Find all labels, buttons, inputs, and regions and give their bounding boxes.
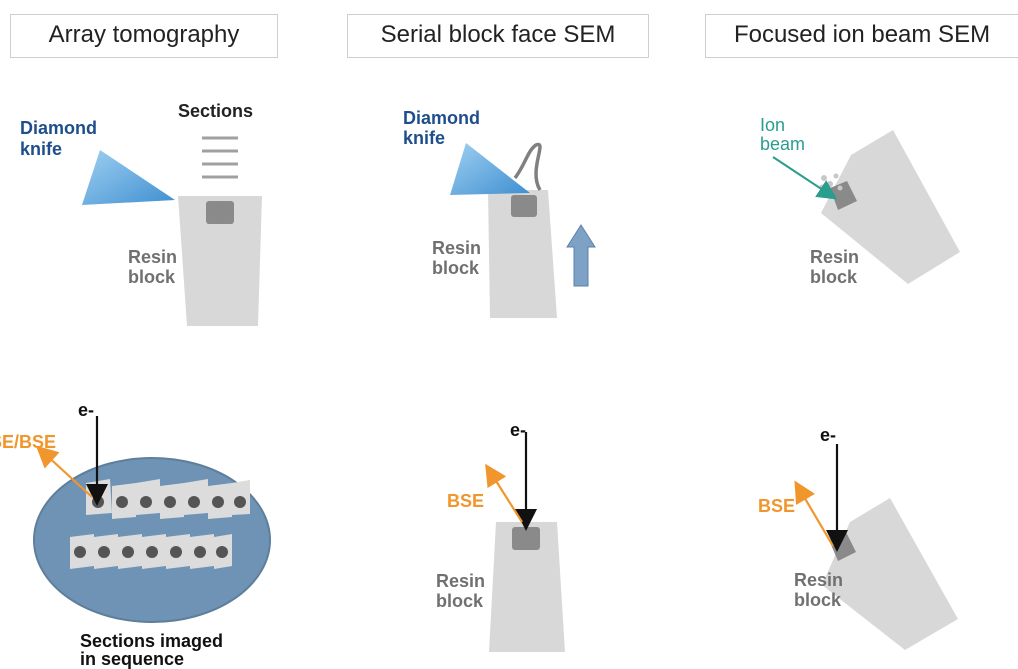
array-block-label-1: Resin	[128, 247, 177, 267]
sbf-block-label-2: block	[432, 258, 480, 278]
sbf-signal-label: BSE	[447, 491, 484, 511]
sbf-block-face	[511, 195, 537, 217]
array-resin-block	[178, 196, 262, 326]
fib-bottom-panel: e- BSE Resin block	[758, 425, 958, 650]
fib-block-label-1: Resin	[810, 247, 859, 267]
sbf-up-arrow	[566, 224, 596, 287]
sbf-knife-label-2: knife	[403, 128, 445, 148]
sbf-block-label-1: Resin	[432, 238, 481, 258]
array-signal-arrow	[35, 445, 93, 498]
sbf-diamond-knife	[450, 143, 530, 195]
array-caption-1: Sections imaged	[80, 631, 223, 651]
fib-resin-block	[821, 130, 960, 284]
sbf-resin-block	[488, 190, 557, 318]
array-diamond-knife	[82, 150, 175, 205]
sbf-bottom-block-label-2: block	[436, 591, 484, 611]
fib-bottom-resin-block	[822, 498, 958, 650]
fib-signal-arrow	[794, 480, 834, 547]
array-sections-stack	[202, 136, 238, 179]
sbf-bottom-panel: e- BSE Resin block	[436, 420, 565, 652]
array-signal-label: SE/BSE	[0, 432, 56, 452]
array-knife-label-1: Diamond	[20, 118, 97, 138]
sbf-electron-label: e-	[510, 420, 526, 440]
sbf-signal-arrow	[485, 463, 523, 523]
fib-bottom-block-label-1: Resin	[794, 570, 843, 590]
serial-block-face-sem-title: Serial block face SEM	[347, 14, 649, 58]
sbf-top-panel: Diamond knife Resin block	[403, 108, 596, 318]
fib-ion-beam-arrow	[772, 156, 838, 200]
fib-bottom-block-label-2: block	[794, 590, 842, 610]
sbf-bottom-block-label-1: Resin	[436, 571, 485, 591]
focused-ion-beam-sem-title: Focused ion beam SEM	[705, 14, 1018, 58]
sbf-knife-label-1: Diamond	[403, 108, 480, 128]
sbf-bottom-block-face	[512, 527, 540, 550]
array-caption-2: in sequence	[80, 649, 184, 669]
array-knife-label-2: knife	[20, 139, 62, 159]
fib-ion-label-1: Ion	[760, 115, 785, 135]
array-top-panel: Diamond knife Sections Resin block	[20, 101, 262, 326]
fib-top-panel: Ion beam Resin block	[760, 115, 960, 287]
fib-block-label-2: block	[810, 267, 858, 287]
fib-signal-label: BSE	[758, 496, 795, 516]
array-tomography-title: Array tomography	[10, 14, 278, 58]
array-section-row-2	[70, 534, 232, 569]
array-electron-label: e-	[78, 400, 94, 420]
sbf-bottom-resin-block	[489, 522, 565, 652]
fib-electron-label: e-	[820, 425, 836, 445]
array-block-face	[206, 201, 234, 224]
array-sections-label: Sections	[178, 101, 253, 121]
array-bottom-panel: e- SE/BSE Sections imaged in sequence	[0, 400, 271, 669]
sbf-cut-curl	[513, 142, 542, 191]
array-block-label-2: block	[128, 267, 176, 287]
fib-ion-label-2: beam	[760, 134, 805, 154]
